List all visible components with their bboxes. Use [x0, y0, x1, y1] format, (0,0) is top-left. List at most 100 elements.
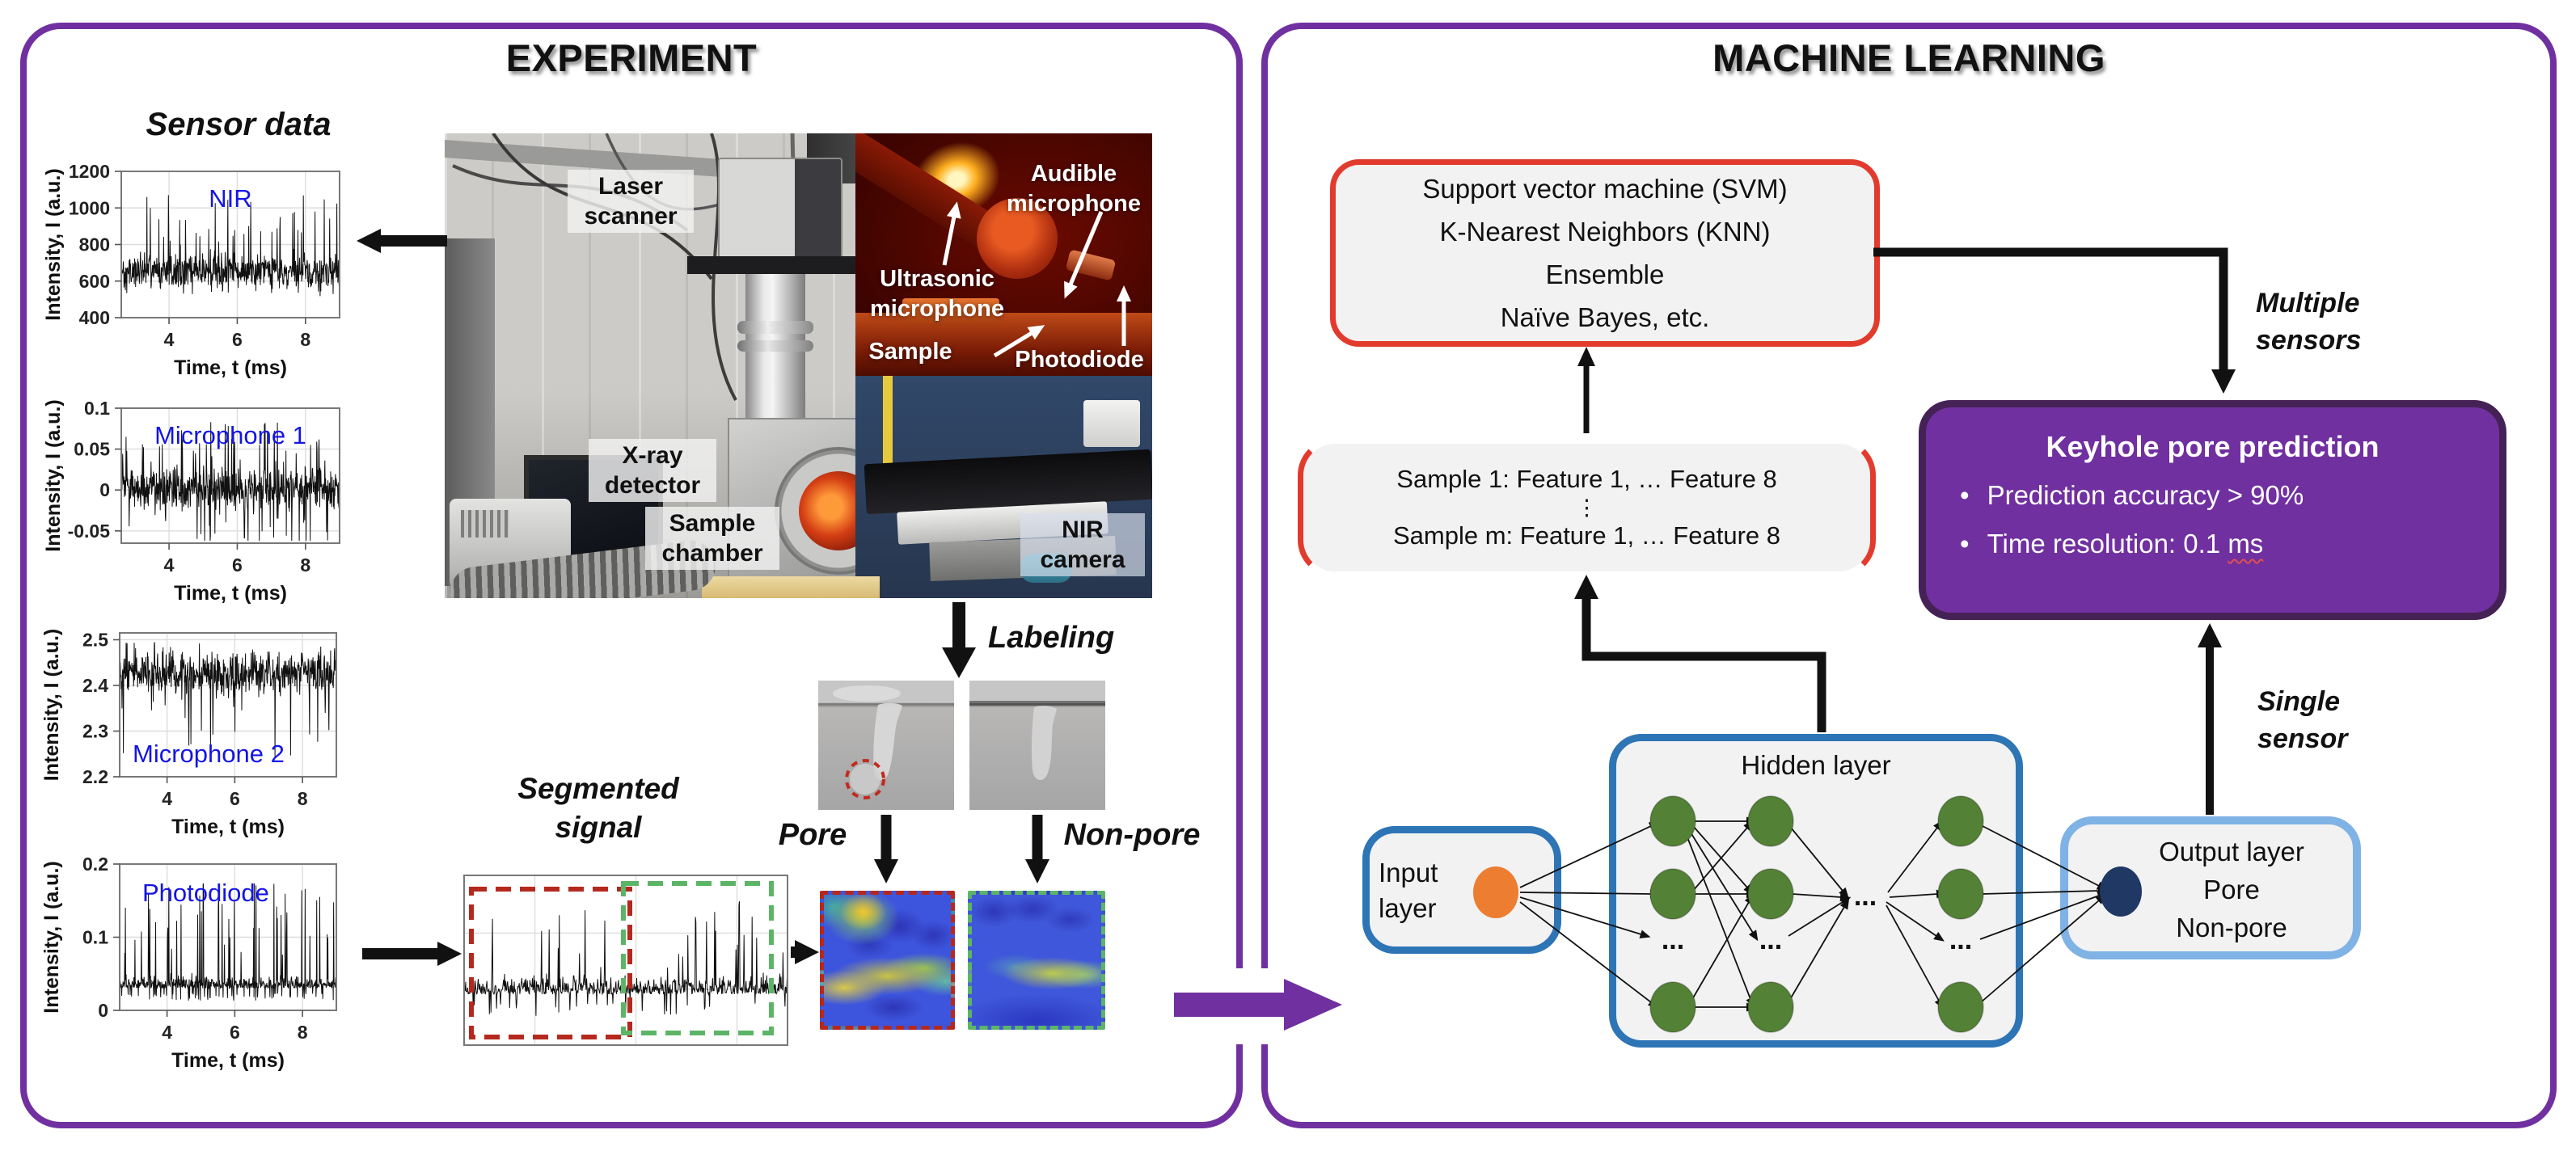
bullet-icon: • [1960, 480, 1970, 510]
x-tick-label: 8 [300, 554, 310, 576]
keyhole-shape [873, 702, 902, 781]
y-tick-label: 0 [99, 479, 110, 500]
x-axis-label: Time, t (ms) [171, 816, 285, 838]
y-tick-label: 0.05 [74, 439, 110, 460]
plot-bg [121, 408, 340, 543]
y-tick-label: 2.4 [82, 675, 108, 696]
experiment-title: EXPERIMENT [505, 36, 758, 79]
keyhole-prediction-title: Keyhole pore prediction [2046, 430, 2380, 463]
y-tick-label: 0.1 [84, 398, 110, 419]
inset-photodiode-body [1065, 249, 1117, 281]
plot-frame [120, 407, 340, 544]
plot-frame [463, 875, 788, 1046]
sample-row: Sample 1: Feature 1, … Feature 8 [1396, 465, 1777, 493]
output-layer-line: Pore [2203, 875, 2260, 904]
x-tick-label: 4 [164, 329, 175, 350]
spectrogram-nonpore [968, 891, 1105, 1030]
y-tick-label: 0.2 [82, 854, 108, 875]
y-tick-label: 800 [79, 234, 110, 255]
y-tick-label: 1000 [69, 197, 110, 218]
nir-camera-body [1083, 400, 1140, 447]
output-layer-label: Output layer Pore Non-pore [2135, 833, 2329, 947]
hidden-layer-box [1609, 734, 2023, 1048]
classifier-item: Naïve Bayes, etc. [1500, 302, 1710, 332]
feature-samples-box: Sample 1: Feature 1, … Feature 8 ⋮ Sampl… [1298, 438, 1876, 577]
pipe [445, 140, 720, 177]
keyhole-nonpore-graphic [969, 701, 1105, 781]
x-tick-label: 4 [162, 1022, 172, 1043]
x-axis-label: Time, t (ms) [171, 1049, 285, 1072]
classifier-item: K-Nearest Neighbors (KNN) [1439, 217, 1771, 247]
x-tick-label: 6 [232, 329, 243, 350]
segmented-signal-plot [463, 875, 788, 1050]
classifier-item: Ensemble [1545, 259, 1665, 289]
xray-image-pore [818, 681, 954, 810]
sensor-data-label: Sensor data [146, 107, 332, 142]
y-tick-label: 2.5 [82, 629, 108, 650]
y-tick-label: 400 [79, 307, 110, 328]
x-tick-label: 8 [298, 1022, 308, 1043]
laser-scanner-label: Laser scanner [568, 170, 694, 233]
bullet-icon: • [1960, 529, 1970, 559]
mic1-signal-trace [120, 422, 340, 542]
spectrogram-pore [820, 891, 955, 1030]
pore-label: Pore [778, 818, 847, 852]
sample-chamber-label: Sample chamber [645, 507, 779, 570]
xray-image-nonpore [969, 681, 1105, 810]
segmented-signal-label: Segmented signal [517, 772, 679, 844]
classifier-item: Support vector machine (SVM) [1422, 174, 1788, 204]
steel-column [745, 274, 805, 444]
seg-plot-svg [463, 875, 788, 1046]
y-axis-label: Intensity, I (a.u.) [42, 168, 65, 320]
x-tick-label: 8 [298, 788, 308, 809]
mic1-plot-title: Microphone 1 [154, 421, 306, 449]
non-pore-label: Non-pore [1063, 818, 1201, 852]
pd-signal-trace [119, 883, 337, 1001]
inset-sample-block [902, 298, 999, 326]
x-tick-label: 4 [164, 554, 175, 576]
multiple-sensors-label: Multiple sensors [2256, 288, 2362, 356]
time-resolution-unit: ms [2228, 529, 2264, 559]
y-tick-label: -0.05 [68, 521, 111, 542]
surface-plume [833, 685, 901, 702]
output-layer-line: Non-pore [2176, 913, 2287, 942]
hidden-layer-label: Hidden layer [1741, 750, 1891, 780]
machine-learning-title: MACHINE LEARNING [1712, 36, 2105, 79]
scanner-plate [687, 256, 859, 274]
labeling-label: Labeling [988, 621, 1115, 655]
y-tick-label: 0.1 [82, 927, 108, 948]
x-tick-label: 6 [230, 788, 240, 809]
nir-camera-label: NIR camera [1020, 513, 1145, 576]
keyhole-shape [1031, 706, 1057, 781]
plot-bg [120, 633, 336, 777]
y-tick-label: 1200 [69, 161, 110, 182]
laser-scanner-body [718, 158, 842, 270]
y-tick-label: 2.3 [82, 720, 108, 741]
audible-mic-label: Audible microphone [1007, 161, 1141, 217]
vertical-ellipsis: ⋮ [1576, 495, 1598, 520]
x-tick-label: 8 [300, 329, 310, 350]
x-tick-label: 6 [232, 554, 243, 576]
sample-row: Sample m: Feature 1, … Feature 8 [1393, 521, 1780, 550]
y-axis-label: Intensity, I (a.u.) [40, 861, 63, 1013]
input-layer-label: Input layer [1379, 858, 1438, 923]
nir-plot-title: NIR [209, 184, 251, 213]
wood-block [702, 576, 880, 598]
xray-detector-label: X-ray detector [589, 439, 716, 502]
column-flange [737, 340, 813, 352]
ultrasonic-mic-label: Ultrasonic microphone [870, 266, 1004, 322]
xray-detector-vents [461, 510, 509, 538]
output-layer-line: Output layer [2159, 837, 2304, 866]
classifier-list-box: Support vector machine (SVM) K-Nearest N… [1330, 159, 1880, 347]
lab-photo: Laser scanner X-ray detector Sample cham… [445, 133, 1152, 598]
keyhole-pore-graphic [833, 685, 902, 799]
y-tick-label: 2.2 [82, 766, 108, 787]
time-resolution-prefix: Time resolution: 0.1 [1987, 529, 2228, 559]
